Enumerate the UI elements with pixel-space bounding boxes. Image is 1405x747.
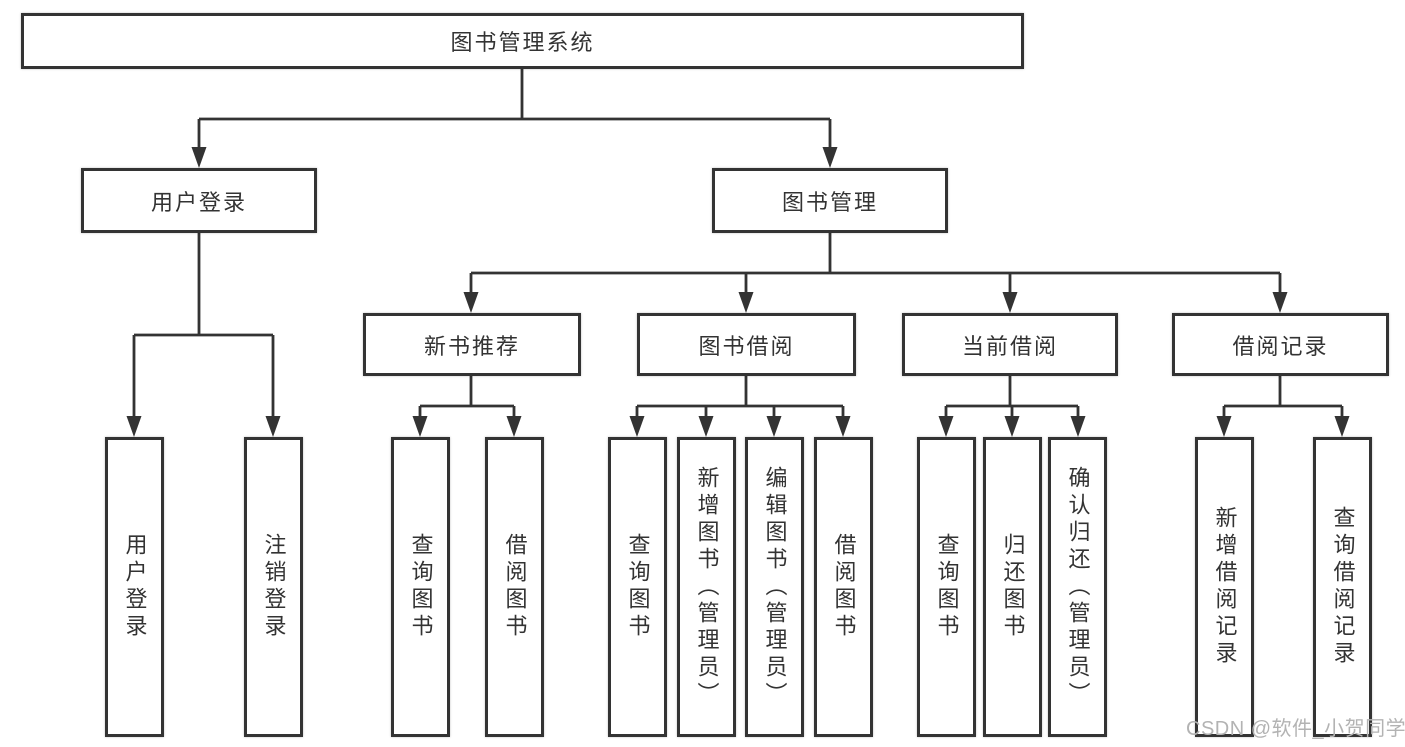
node-label: 查询借阅记录: [1330, 506, 1356, 668]
leaf-edit-book-admin: 编辑图书（管理员）: [745, 437, 804, 737]
node-new-book-recommend: 新书推荐: [363, 313, 581, 376]
connector-book-borrow-to-leaves: [635, 376, 845, 421]
node-label: 注销登录: [261, 533, 287, 641]
node-label: 查询图书: [934, 533, 960, 641]
node-current-borrow: 当前借阅: [902, 313, 1118, 376]
node-borrow-record: 借阅记录: [1172, 313, 1389, 376]
arrowheads: [126, 147, 1350, 437]
leaf-user-login: 用户登录: [105, 437, 164, 737]
node-label: 借阅图书: [502, 533, 528, 641]
node-book-management-branch: 图书管理: [712, 168, 948, 233]
leaf-query-book-recommend: 查询图书: [391, 437, 450, 737]
node-label: 编辑图书（管理员）: [762, 465, 788, 709]
connector-user-login-to-leaves: [132, 233, 275, 421]
connector-book-mgmt-to-level3: [469, 233, 1282, 297]
node-root-system: 图书管理系统: [21, 13, 1024, 69]
node-user-login-branch: 用户登录: [81, 168, 317, 233]
leaf-confirm-return-admin: 确认归还（管理员）: [1048, 437, 1107, 737]
leaf-query-borrow-record: 查询借阅记录: [1313, 437, 1372, 737]
connector-root-to-level2: [197, 68, 832, 152]
node-label: 新增借阅记录: [1212, 506, 1238, 668]
node-label: 用户登录: [122, 533, 148, 641]
leaf-query-book-current: 查询图书: [917, 437, 976, 737]
connector-borrow-record-to-leaves: [1222, 376, 1344, 421]
leaf-add-borrow-record: 新增借阅记录: [1195, 437, 1254, 737]
node-label: 归还图书: [1000, 533, 1026, 641]
leaf-logout: 注销登录: [244, 437, 303, 737]
leaf-borrow-book: 借阅图书: [814, 437, 873, 737]
node-label: 查询图书: [625, 533, 651, 641]
connector-current-borrow-to-leaves: [944, 376, 1080, 421]
leaf-borrow-book-recommend: 借阅图书: [485, 437, 544, 737]
csdn-watermark: CSDN @软件_小贺同学: [1186, 718, 1405, 740]
leaf-add-book-admin: 新增图书（管理员）: [677, 437, 736, 737]
connector-new-book-to-leaves: [418, 376, 516, 421]
node-label: 借阅图书: [831, 533, 857, 641]
leaf-return-book: 归还图书: [983, 437, 1042, 737]
node-book-borrow: 图书借阅: [637, 313, 856, 376]
node-label: 查询图书: [408, 533, 434, 641]
node-label: 新增图书（管理员）: [694, 465, 720, 709]
leaf-query-book-borrow: 查询图书: [608, 437, 667, 737]
node-label: 确认归还（管理员）: [1065, 465, 1091, 709]
